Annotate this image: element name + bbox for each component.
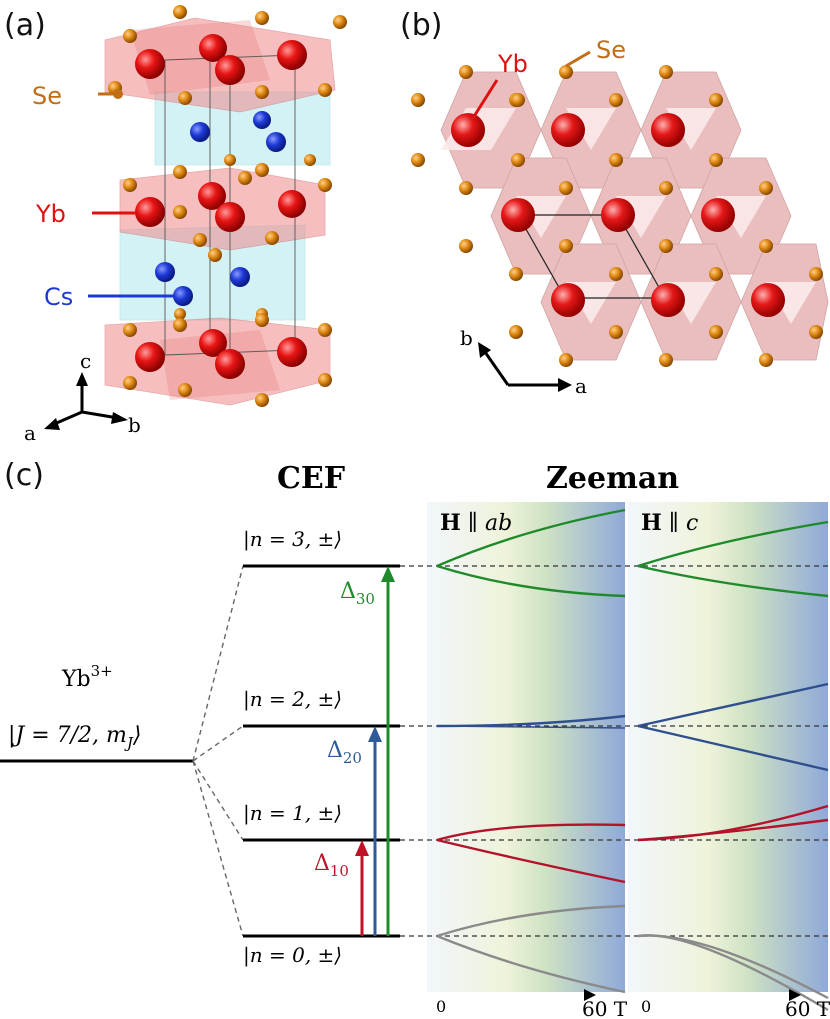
panel-c-label: (c) bbox=[4, 458, 44, 493]
header-zeeman: Zeeman bbox=[546, 461, 679, 496]
level-label-n2: |n = 2, ±⟩ bbox=[243, 687, 342, 712]
field-axis-c-start: 0 bbox=[641, 997, 651, 1016]
label-se-a: Se bbox=[32, 82, 62, 110]
ion-state-label: |J = 7/2, mJ⟩ bbox=[8, 723, 142, 752]
field-axis-ab-start: 0 bbox=[436, 997, 446, 1016]
label-cs-a: Cs bbox=[44, 283, 73, 311]
energy-level-diagram: CEF Zeeman H ∥ ab H ∥ c Yb3+ |J = 7/2, m… bbox=[0, 461, 830, 1019]
delta-10: Δ10 bbox=[314, 851, 349, 880]
zeeman-curves-ab bbox=[436, 508, 626, 994]
field-title-c: H ∥ c bbox=[641, 510, 698, 536]
label-yb-b: Yb bbox=[497, 50, 528, 78]
header-cef: CEF bbox=[277, 461, 345, 496]
level-label-n1: |n = 1, ±⟩ bbox=[243, 801, 342, 826]
label-se-b: Se bbox=[596, 36, 626, 64]
zeeman-panel-ab-bg bbox=[427, 502, 625, 992]
level-label-n3: |n = 3, ±⟩ bbox=[243, 527, 342, 552]
axis-c-label: c bbox=[80, 349, 91, 373]
crystal-structure-3d: Se Yb Cs c b a bbox=[24, 5, 347, 445]
ion-label: Yb3+ bbox=[61, 662, 113, 692]
label-yb-a: Yb bbox=[35, 200, 66, 228]
field-title-ab: H ∥ ab bbox=[440, 510, 512, 536]
field-axis-ab-end: 60 T bbox=[582, 997, 628, 1019]
kagome-layer-topview: Yb Se b a bbox=[411, 36, 829, 398]
level-label-n0: |n = 0, ±⟩ bbox=[243, 943, 342, 968]
panel-b-label: (b) bbox=[400, 8, 443, 43]
axis-a-label-b: a bbox=[575, 374, 587, 398]
field-axis-c-end: 60 T bbox=[785, 997, 830, 1019]
panel-a-label: (a) bbox=[4, 8, 46, 43]
delta-30: Δ30 bbox=[340, 579, 375, 608]
zeeman-curves-c bbox=[637, 520, 829, 1012]
axis-a-label: a bbox=[24, 421, 36, 445]
axis-b-label: b bbox=[128, 413, 141, 437]
delta-20: Δ20 bbox=[327, 738, 362, 767]
axis-b-label-b: b bbox=[460, 326, 473, 350]
